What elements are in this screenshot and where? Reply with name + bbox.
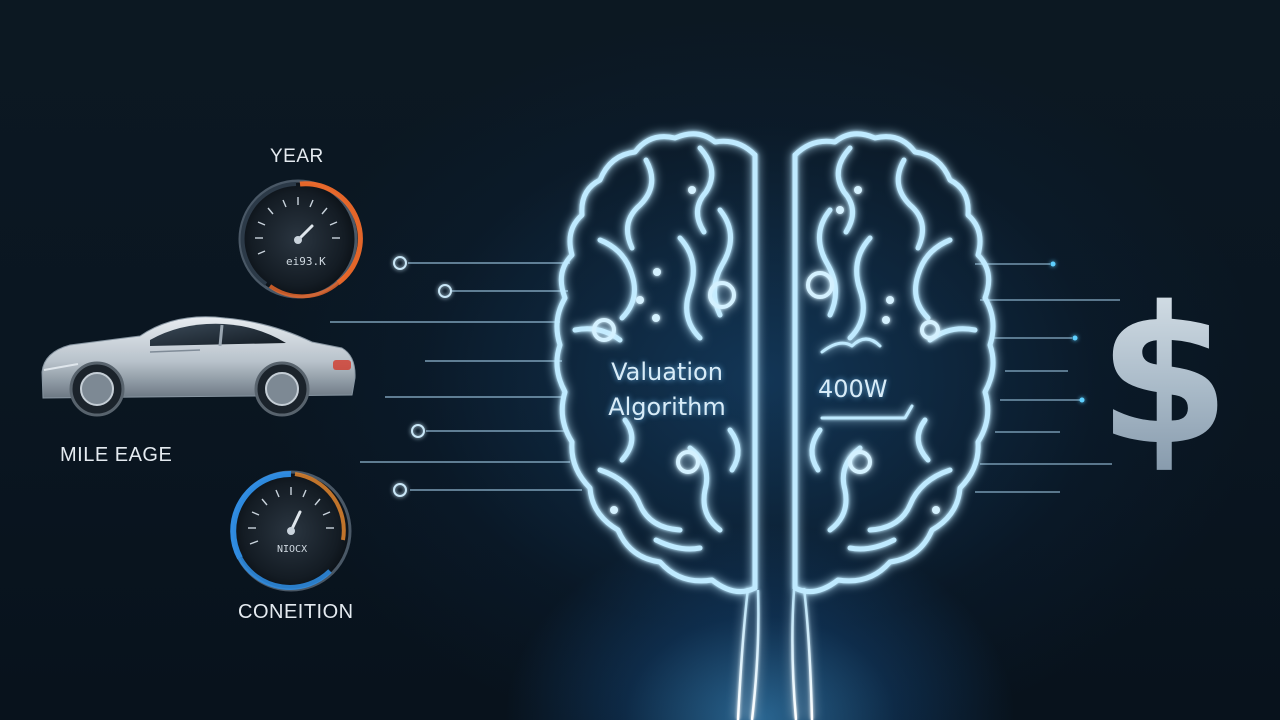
- year-gauge-readout: ei93.K: [286, 255, 326, 268]
- condition-label: CONEITION: [238, 601, 354, 623]
- brain-title-line2: Algorithm: [608, 393, 726, 421]
- left-hemisphere: [554, 131, 758, 595]
- output-node: [1072, 335, 1078, 341]
- condition-gauge-readout: NIOCX: [277, 544, 308, 555]
- input-node: [411, 424, 425, 438]
- input-node: [393, 256, 407, 270]
- output-node: [1079, 397, 1085, 403]
- mileage-label: MILE EAGE: [60, 444, 173, 466]
- brain-value-text: 400W: [818, 375, 888, 403]
- input-node: [438, 284, 452, 298]
- year-label: YEAR: [270, 146, 324, 167]
- brain-title-line1: Valuation: [611, 358, 723, 386]
- input-node: [393, 483, 407, 497]
- right-hemisphere: [792, 131, 996, 595]
- output-node: [1050, 261, 1056, 267]
- dollar-icon: $: [1098, 262, 1230, 492]
